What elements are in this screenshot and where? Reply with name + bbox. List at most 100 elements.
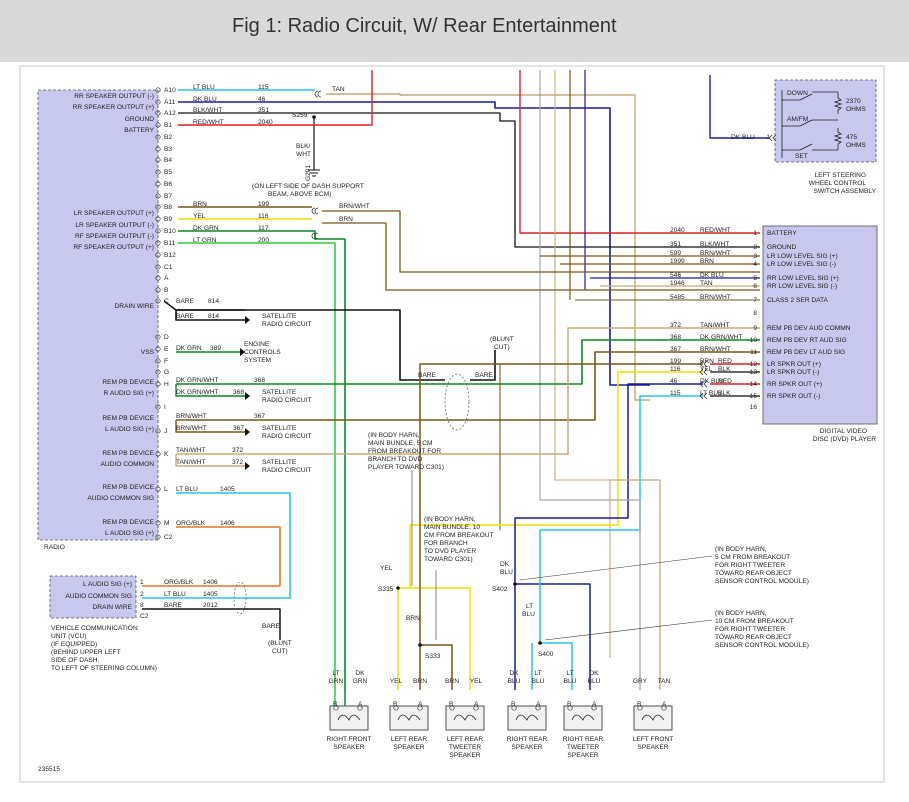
radio-pin-label: BATTERY	[124, 127, 154, 134]
radio-pin-label: AUDIO COMMON	[101, 461, 155, 468]
dvd-wire-color: BRN	[700, 258, 714, 265]
label-text: CUT)	[272, 648, 288, 655]
label-text: DK GRN	[193, 225, 219, 232]
radio-pin-label: VSS	[141, 349, 155, 356]
label-text: 1	[766, 134, 770, 141]
label-text: LEFT STEERING	[814, 172, 866, 179]
pin-circle	[155, 134, 161, 140]
twisted-pair-shield	[444, 373, 470, 431]
wire-ltblu-tweet	[540, 642, 573, 690]
label-text: YEL	[380, 565, 393, 572]
wire-dkblu-s402	[514, 383, 650, 584]
dvd-pin-label: RR LOW LEVEL SIG (-)	[767, 283, 837, 290]
speaker-coil-icon	[571, 714, 595, 721]
speaker-body	[507, 705, 547, 731]
radio-name: RADIO	[44, 544, 65, 551]
dvd-wire-color: TAN	[700, 280, 713, 287]
label-text: RIGHT REAR	[563, 736, 604, 743]
dvd-wire-circuit: 368	[670, 334, 681, 341]
label-text: TAN	[332, 86, 345, 93]
label-text: GRN	[329, 678, 344, 685]
pin-circle	[155, 157, 161, 163]
splice-dot	[513, 582, 517, 586]
speaker-body	[389, 705, 429, 731]
connector-symbol	[699, 380, 708, 388]
label-text: 8	[140, 602, 144, 609]
note-text: FOR RIGHT TWEETER	[715, 562, 785, 569]
dvd-pin-label: GROUND	[767, 244, 797, 251]
label-text: LT BLU	[176, 486, 198, 493]
label-text: 368	[233, 389, 244, 396]
speaker-pin-label: A	[358, 701, 363, 708]
radio-pin-label: REM PB DEVICE	[102, 519, 154, 526]
label-text: BLU	[532, 678, 545, 685]
wire-brnwht-up	[322, 210, 760, 273]
label-text: TWEETER	[567, 744, 599, 751]
label-text: 367	[233, 425, 244, 432]
label-text: YEL	[390, 678, 403, 685]
wire-a12	[178, 112, 760, 248]
pin-circle	[333, 705, 339, 711]
figure-title: Fig 1: Radio Circuit, W/ Rear Entertainm…	[232, 15, 617, 37]
dvd-wire-circuit: 546	[670, 272, 681, 279]
radio-pin-id: H	[164, 381, 169, 388]
dvd-wire-color: RED/WHT	[700, 227, 731, 234]
dvd-wire-color: DK GRN/WHT	[700, 334, 743, 341]
vcu-desc: VEHICLE COMMUNICATION	[51, 625, 138, 632]
radio-pin-label: RF SPEAKER OUTPUT (+)	[73, 244, 154, 251]
label-text: CONTROLS	[244, 349, 281, 356]
label-text: DIGITAL VIDEO	[820, 428, 867, 435]
label-text: 814	[208, 298, 219, 305]
label-text: DK GRN/WHT	[176, 377, 219, 384]
dvd-wire-circuit: 372	[670, 322, 681, 329]
wire-k-372	[176, 327, 760, 455]
text-layer: RR SPEAKER OUTPUT (-)RR SPEAKER OUTPUT (…	[38, 84, 877, 773]
label-text: TAN	[658, 678, 671, 685]
label-text: (BLUNT	[268, 640, 292, 647]
vcu-desc: UNIT (VCU)	[51, 633, 86, 640]
speaker-pin-label: B	[449, 701, 454, 708]
vcu-desc: (BEHIND UPPER LEFT	[51, 649, 121, 656]
label-text: BRN	[445, 678, 459, 685]
dvd-wire-color: BLK	[718, 390, 731, 397]
arrow-head	[240, 348, 245, 356]
radio-pin-id: C1	[164, 264, 173, 271]
label-text: 2	[140, 591, 144, 598]
dvd-pin-id: 8	[753, 310, 757, 317]
label-text: SATELLITE	[262, 313, 297, 320]
label-text: 367	[254, 413, 265, 420]
connector-symbol	[314, 90, 322, 98]
label-text: YEL	[470, 678, 483, 685]
radio-pin-id: B2	[164, 134, 172, 141]
note-text: MAIN BUNDLE, 5 CM	[368, 440, 432, 447]
radio-pin-id: D	[164, 334, 169, 341]
label-text: SPEAKER	[393, 744, 424, 751]
label-text: SATELLITE	[262, 425, 297, 432]
dvd-wire-color: BRN/WHT	[700, 346, 731, 353]
radio-pin-id: B8	[164, 204, 172, 211]
dvd-pin-label: RR SPKR OUT (-)	[767, 393, 820, 400]
dvd-wire-color: YEL	[700, 366, 713, 373]
note-text: 10 CM FROM BREAKOUT	[715, 618, 794, 625]
note-text: CM FROM BREAKOUT	[424, 532, 494, 539]
dvd-wire-circuit: 5485	[670, 294, 685, 301]
note-text: FROM BREAKOUT FOR	[368, 448, 441, 455]
label-text: S400	[538, 651, 554, 658]
note-text: TO DVD PLAYER	[424, 548, 476, 555]
dvd-wire-color: RED	[718, 378, 732, 385]
note-text: SENSOR CONTROL MODULE)	[715, 642, 809, 649]
pin-circle	[155, 358, 161, 364]
label-text: 389	[210, 345, 221, 352]
label-text: DK	[355, 670, 365, 677]
radio-pin-id: B3	[164, 146, 172, 153]
radio-pin-id: B9	[164, 216, 172, 223]
dvd-pin-id: 11	[750, 349, 757, 356]
pin-circle	[155, 216, 161, 222]
speaker-body	[329, 705, 369, 731]
note-text: MAIN BUNDLE, 10	[424, 524, 480, 531]
dvd-wire-circuit: 46	[670, 378, 678, 385]
note-text: SENSOR CONTROL MODULE)	[715, 578, 809, 585]
label-text: DK	[509, 670, 519, 677]
label-text: RADIO CIRCUIT	[262, 433, 311, 440]
radio-box	[37, 89, 159, 541]
